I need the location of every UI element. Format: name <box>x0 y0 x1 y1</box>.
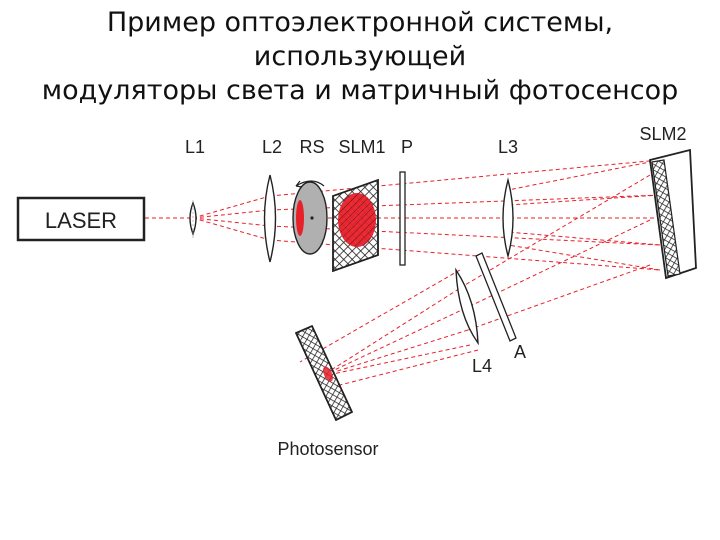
laser-source: LASER <box>16 196 146 242</box>
analyzer-a <box>475 252 517 342</box>
spatial-light-modulator-slm2 <box>648 148 697 280</box>
spatial-light-modulator-slm1 <box>332 178 379 273</box>
slm2-label: SLM2 <box>639 124 686 144</box>
photosensor <box>294 324 354 422</box>
l2-label: L2 <box>262 137 282 157</box>
title-line-1: Пример оптоэлектронной системы, использу… <box>106 7 614 72</box>
l1-label: L1 <box>185 137 205 157</box>
photosensor-label: Photosensor <box>277 439 378 459</box>
rotation-arrow-icon <box>295 180 325 187</box>
rs-label: RS <box>299 137 324 157</box>
laser-label: LASER <box>45 208 117 233</box>
slide-title: Пример оптоэлектронной системы, использу… <box>0 6 720 108</box>
p-label: P <box>401 137 413 157</box>
rotating-diffuser-rs <box>292 180 328 255</box>
lens-l3 <box>502 177 514 259</box>
polarizer-p <box>399 171 406 266</box>
l4-label: L4 <box>472 356 492 376</box>
l3-label: L3 <box>498 137 518 157</box>
title-line-2: модуляторы света и матричный фотосенсор <box>41 75 679 106</box>
slm1-label: SLM1 <box>338 137 385 157</box>
lens-l4 <box>455 267 479 346</box>
lens-l1 <box>189 200 197 238</box>
a-label: A <box>514 342 526 362</box>
lens-l2 <box>263 174 277 263</box>
